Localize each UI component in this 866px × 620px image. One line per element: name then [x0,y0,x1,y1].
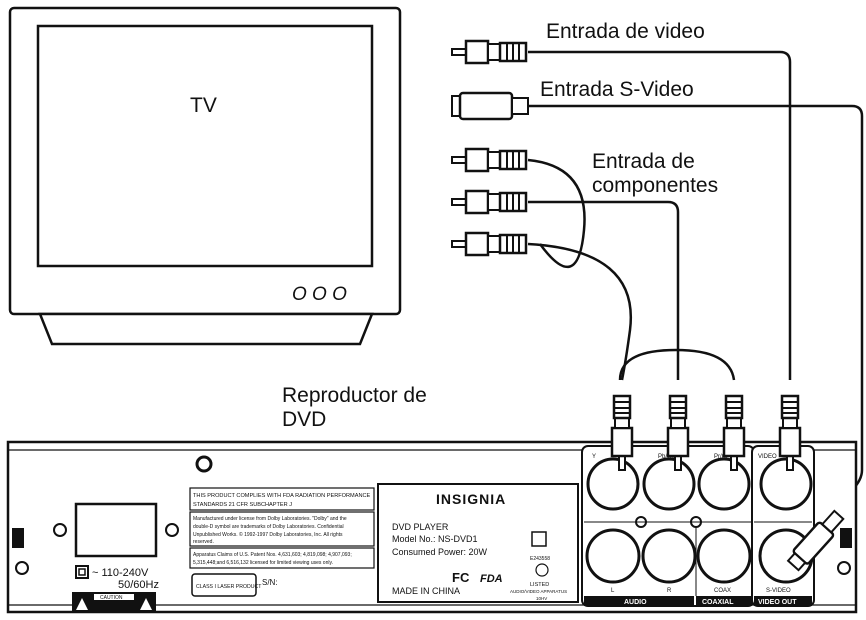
audio-bar-label: AUDIO [624,599,647,606]
component-plug-pb [450,189,528,215]
tv-buttons: O O O [292,284,347,305]
patent-text-1: Apparatus Claims of U.S. Patent Nos. 4,6… [193,552,352,558]
ul-volt: 10HV [536,596,547,601]
label-component-input-1: Entrada de [592,150,695,173]
component-plug-pr [450,231,528,257]
jack-label-video: VIDEO [758,454,777,460]
power-rating: Consumed Power: 20W [392,547,488,557]
compliance-text-1: THIS PRODUCT COMPLIES WITH FDA RADIATION… [193,493,371,499]
origin-label: MADE IN CHINA [392,586,460,596]
videoout-bar-label: VIDEO OUT [758,599,797,606]
product-name: DVD PLAYER [392,522,449,532]
component-plug-y [450,147,528,173]
caution-label [72,592,156,612]
jack-label-pb: Pb/Cb [658,454,675,460]
tv-label: TV [190,94,217,117]
label-component-input-2: componentes [592,174,718,197]
ul-listed: LISTED [530,582,549,588]
jack-label-svideo: S-VIDEO [766,588,791,594]
label-video-input: Entrada de video [546,20,705,43]
model-number: Model No.: NS-DVD1 [392,534,478,544]
ul-category: AUDIO/VIDEO APPARATUS [510,589,567,594]
dolby-text-1: Manufactured under license from Dolby La… [193,516,347,522]
double-insulation-icon [531,531,547,547]
laser-box [191,573,257,597]
patent-box [189,547,375,569]
jack-label-r: R [667,588,672,594]
frequency-label: 50/60Hz [118,579,159,591]
voltage-label: ~ 110-240V [92,567,149,579]
fcc-logo: FC [452,570,470,585]
serial-label: S/N: [262,578,278,587]
brand-logo: INSIGNIA [436,491,506,507]
svideo-plug-inserted [786,509,845,572]
jack-label-pr: Pr/Cr [714,454,728,460]
svideo-plug [451,91,529,121]
compliance-box [189,487,375,511]
dolby-box [189,511,375,547]
jack-label-y: Y [592,454,596,460]
laser-text: CLASS I LASER PRODUCT [196,584,262,590]
dolby-text-2: double-D symbol are trademarks of Dolby … [193,524,344,530]
jack-label-coax: COAX [714,588,731,594]
video-plug [450,39,528,65]
dolby-text-3: Unpublished Works. © 1992-1997 Dolby Lab… [193,531,343,538]
patent-text-2: 5,315,448;and 6,516,132 licensed for lim… [193,560,333,566]
dolby-text-4: reserved. [193,539,214,545]
audio-jack-panel [581,445,755,607]
jack-label-l: L [611,588,615,594]
compliance-text-2: STANDARDS 21 CFR SUBCHAPTER J [193,502,292,508]
label-svideo-input: Entrada S-Video [540,78,694,101]
ul-code: E243558 [530,556,550,562]
caution-text: CAUTION [100,595,123,601]
video-out-panel [751,445,815,607]
label-dvd-1: Reproductor de [282,384,427,407]
coaxial-bar-label: COAXIAL [702,599,734,606]
label-dvd-2: DVD [282,408,326,431]
component-cables [527,158,736,381]
tv-set [8,6,402,346]
fda-logo: FDA [480,573,503,585]
video-cable [528,50,792,380]
ul-logo-icon [535,563,549,577]
